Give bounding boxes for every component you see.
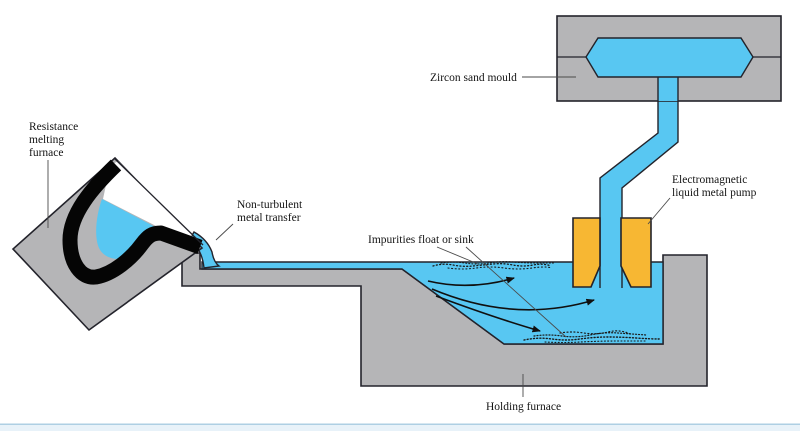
label-line: furnace <box>29 147 63 159</box>
flow-arrow-upper <box>427 276 515 287</box>
label-holding-furnace: Holding furnace <box>486 401 561 413</box>
footer-band <box>0 425 800 431</box>
leader-non-turbulent <box>215 223 234 241</box>
label-line: Non-turbulent <box>237 199 303 211</box>
mould-cavity <box>585 37 754 78</box>
sprue-in-mould <box>658 75 678 101</box>
ladle-opening <box>103 161 199 243</box>
label-line: Electromagnetic <box>672 174 747 186</box>
pump-left-electrode <box>572 217 601 288</box>
impurity-stipple-bottom <box>523 330 661 344</box>
holding-furnace-body <box>181 252 708 387</box>
label-line: melting <box>29 134 64 146</box>
crucible <box>62 159 203 285</box>
footer-divider-line <box>0 423 800 426</box>
label-line: liquid metal pump <box>672 187 757 199</box>
label-zircon-sand-mould: Zircon sand mould <box>430 72 517 84</box>
leader-pump <box>647 197 671 225</box>
ladle-rim-line <box>114 158 204 246</box>
label-resistance-melting-furnace: Resistance melting furnace <box>29 121 78 159</box>
label-line: metal transfer <box>237 212 301 224</box>
flow-arrow-lower <box>435 295 541 333</box>
resistance-melting-furnace <box>11 156 204 332</box>
label-electromagnetic-pump: Electromagnetic liquid metal pump <box>672 174 757 199</box>
impurity-stipple-top <box>432 261 556 270</box>
label-line: Resistance <box>29 121 78 133</box>
pump-right-electrode <box>620 217 652 288</box>
molten-metal-bath <box>201 261 664 345</box>
flow-arrow-long <box>431 288 595 311</box>
label-impurities: Impurities float or sink <box>368 234 474 246</box>
leader-impurities-float <box>436 246 479 265</box>
label-non-turbulent-transfer: Non-turbulent metal transfer <box>237 199 303 224</box>
leader-impurities-sink <box>465 246 567 338</box>
